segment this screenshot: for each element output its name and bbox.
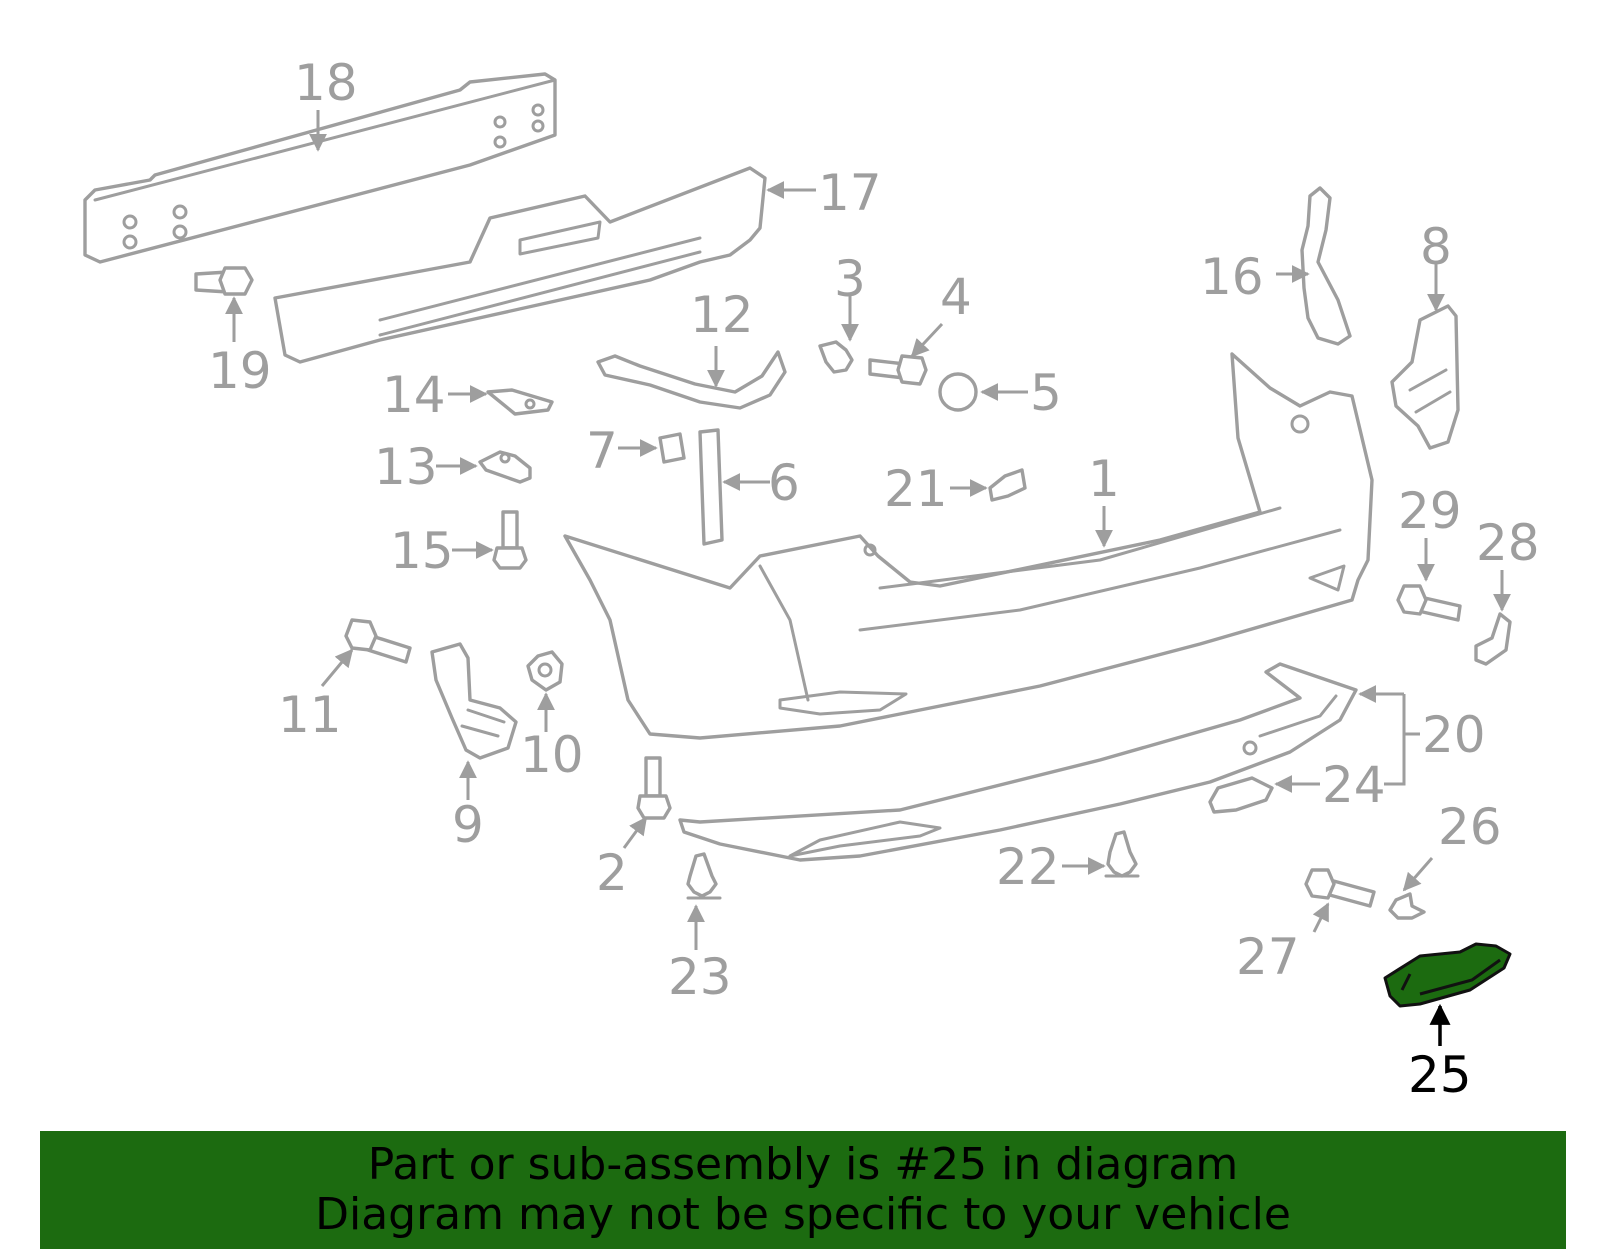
- part-10-nut: [526, 650, 564, 692]
- part-2-bolt: [636, 756, 672, 820]
- callout-16: 16: [1200, 248, 1264, 306]
- callout-5: 5: [1030, 364, 1062, 422]
- part-14-plate: [486, 388, 554, 416]
- callout-22: 22: [996, 838, 1060, 896]
- part-1-bumper-cover: [563, 352, 1374, 740]
- part-27-bolt: [1304, 868, 1376, 908]
- part-28-cap: [1474, 612, 1512, 666]
- part-4-bolt: [868, 354, 928, 386]
- callout-29: 29: [1398, 482, 1462, 540]
- callout-27: 27: [1236, 928, 1300, 986]
- callout-15: 15: [390, 522, 454, 580]
- part-22-clip: [1104, 830, 1140, 878]
- part-16-bracket: [1300, 186, 1352, 346]
- notice-disclaimer: Diagram may not be specific to your vehi…: [315, 1189, 1291, 1240]
- part-6-strip: [698, 428, 724, 546]
- notice-banner: Part or sub-assembly is #25 in diagram D…: [40, 1131, 1566, 1249]
- callout-10: 10: [520, 726, 584, 784]
- callout-17: 17: [818, 164, 882, 222]
- part-21-clip: [988, 468, 1027, 502]
- callout-3: 3: [834, 250, 866, 308]
- part-3-nut: [818, 340, 854, 374]
- part-13-clip: [478, 450, 532, 484]
- callout-26: 26: [1438, 798, 1502, 856]
- callout-19: 19: [208, 342, 272, 400]
- part-15-bolt: [492, 510, 528, 570]
- callout-18: 18: [294, 54, 358, 112]
- part-17-absorber: [273, 166, 767, 364]
- callout-20: 20: [1422, 706, 1486, 764]
- part-23-clip: [686, 852, 722, 900]
- part-19-bolt: [194, 266, 254, 296]
- callout-23: 23: [668, 948, 732, 1006]
- callout-14: 14: [382, 366, 446, 424]
- callout-1: 1: [1088, 450, 1120, 508]
- part-12-retainer: [596, 350, 787, 410]
- part-29-bolt: [1396, 584, 1462, 622]
- callout-11: 11: [278, 686, 342, 744]
- part-7-clip: [658, 432, 686, 464]
- callout-7: 7: [586, 422, 618, 480]
- callout-4: 4: [940, 268, 972, 326]
- part-26-clip: [1388, 892, 1426, 920]
- part-20-diffuser: [678, 662, 1358, 862]
- part-9-bracket: [430, 642, 518, 760]
- leader-lines: [225, 110, 1511, 1046]
- callout-9: 9: [452, 796, 484, 854]
- callout-28: 28: [1476, 514, 1540, 572]
- part-5-grommet: [938, 372, 978, 412]
- callout-12: 12: [690, 286, 754, 344]
- callout-25: 25: [1408, 1046, 1472, 1104]
- callout-6: 6: [768, 454, 800, 512]
- part-25-highlighted: [1383, 942, 1512, 1008]
- callout-2: 2: [596, 844, 628, 902]
- callout-24: 24: [1322, 756, 1386, 814]
- callout-21: 21: [884, 460, 948, 518]
- notice-part-number: Part or sub-assembly is #25 in diagram: [367, 1139, 1239, 1190]
- callout-13: 13: [374, 438, 438, 496]
- part-8-retainer: [1390, 304, 1460, 450]
- callout-labels: 18 17 19 12 14 13 15 7 6 3 4 5 21 1 16 8…: [208, 54, 1540, 1104]
- part-24-cap: [1208, 776, 1274, 814]
- part-11-bolt: [344, 618, 412, 664]
- callout-8: 8: [1420, 218, 1452, 276]
